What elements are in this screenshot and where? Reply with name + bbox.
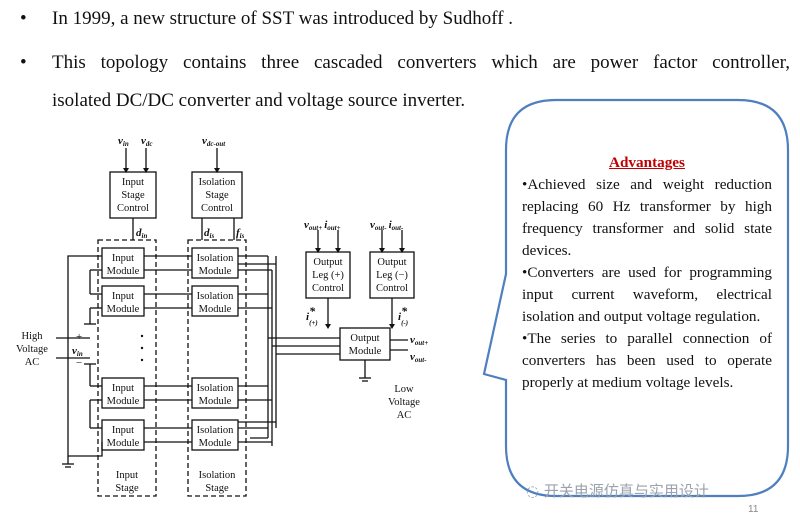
isolation-stage-label-line1: Isolation (199, 470, 236, 481)
advantages-title: Advantages (609, 154, 685, 171)
output-leg-pos-line1: Output (313, 257, 342, 268)
leg-pos-inputs-label: vout+iout+ (304, 219, 341, 232)
isolation-stage-control-line3: Control (201, 203, 233, 214)
low-voltage-line3: AC (397, 410, 412, 421)
bullet-1-text: In 1999, a new structure of SST was intr… (52, 8, 514, 29)
advantage-item-3: •The series to parallel connection of co… (522, 330, 772, 391)
isolation-module-3-line2: Module (199, 396, 232, 407)
v-in-left-label: vin (72, 345, 83, 358)
isolation-module-4-line2: Module (199, 438, 232, 449)
v-in-top-label: vin (118, 135, 129, 148)
input-stage-label-line1: Input (116, 470, 138, 481)
output-module-line2: Module (349, 346, 382, 357)
watermark: ◌ 开关电源仿真与实用设计 (526, 480, 709, 501)
d-is-label: dis (204, 227, 214, 240)
output-leg-neg-line1: Output (377, 257, 406, 268)
input-stage-label-line2: Stage (115, 483, 139, 494)
isolation-module-2-line2: Module (199, 304, 232, 315)
output-leg-neg-line3: Control (376, 283, 408, 294)
input-module-3-line1: Input (112, 383, 134, 394)
output-leg-pos-line3: Control (312, 283, 344, 294)
low-voltage-line1: Low (394, 384, 414, 395)
high-voltage-line2: Voltage (16, 344, 48, 355)
sst-topology-diagram: vin vdc vdc-out din dis fis vout+iout+ v… (16, 135, 428, 497)
page-number: 11 (748, 504, 759, 515)
isolation-module-1-line1: Isolation (197, 253, 234, 264)
output-leg-pos-line2: Leg (+) (312, 270, 344, 281)
input-module-3-line2: Module (107, 396, 140, 407)
input-module-1-line1: Input (112, 253, 134, 264)
plus-sign: + (76, 331, 82, 343)
isolation-module-3-line1: Isolation (197, 383, 234, 394)
isolation-module-4-line1: Isolation (197, 425, 234, 436)
input-module-2-line2: Module (107, 304, 140, 315)
v-out-pos-label: vout+ (410, 334, 428, 347)
input-module-2-line1: Input (112, 291, 134, 302)
input-module-4-line2: Module (107, 438, 140, 449)
input-stage-control-line1: Input (122, 177, 144, 188)
d-in-label: din (136, 227, 147, 240)
isolation-module-1-line2: Module (199, 266, 232, 277)
high-voltage-line1: High (22, 331, 44, 342)
v-dc-top-label: vdc (141, 135, 153, 148)
v-dc-out-label: vdc-out (202, 135, 226, 148)
f-is-label: fis (236, 227, 245, 240)
low-voltage-line2: Voltage (388, 397, 420, 408)
isolation-stage-control-line1: Isolation (199, 177, 236, 188)
watermark-text: 开关电源仿真与实用设计 (543, 482, 709, 500)
i-neg-ref-label: i*(-) (398, 304, 408, 327)
advantages-content: Advantages •Achieved size and weight red… (522, 152, 772, 394)
bullet-symbol: • (20, 52, 27, 73)
advantages-callout-bubble (482, 98, 790, 498)
isolation-module-2-line1: Isolation (197, 291, 234, 302)
high-voltage-line3: AC (25, 357, 40, 368)
leg-neg-inputs-label: vout-iout- (370, 219, 404, 232)
isolation-stage-label-line2: Stage (205, 483, 229, 494)
advantage-item-2: •Converters are used for programming inp… (522, 264, 772, 325)
callout-shape (482, 98, 790, 498)
v-out-neg-label: vout- (410, 351, 427, 364)
input-module-1-line2: Module (107, 266, 140, 277)
input-module-4-line1: Input (112, 425, 134, 436)
output-leg-neg-line2: Leg (−) (376, 270, 408, 281)
bullet-2-continuation: isolated DC/DC converter and voltage sou… (52, 90, 466, 111)
input-stage-control-line3: Control (117, 203, 149, 214)
i-pos-ref-label: i*(+) (306, 304, 318, 327)
output-module-line1: Output (350, 333, 379, 344)
bullet-2-text: This topology contains three cascaded co… (52, 52, 790, 73)
minus-sign: − (76, 357, 82, 369)
bullet-symbol: • (20, 8, 27, 29)
advantage-item-1: •Achieved size and weight reduction repl… (522, 176, 772, 259)
input-stage-control-line2: Stage (121, 190, 145, 201)
isolation-stage-control-line2: Stage (205, 190, 229, 201)
wechat-icon: ◌ (526, 482, 540, 500)
